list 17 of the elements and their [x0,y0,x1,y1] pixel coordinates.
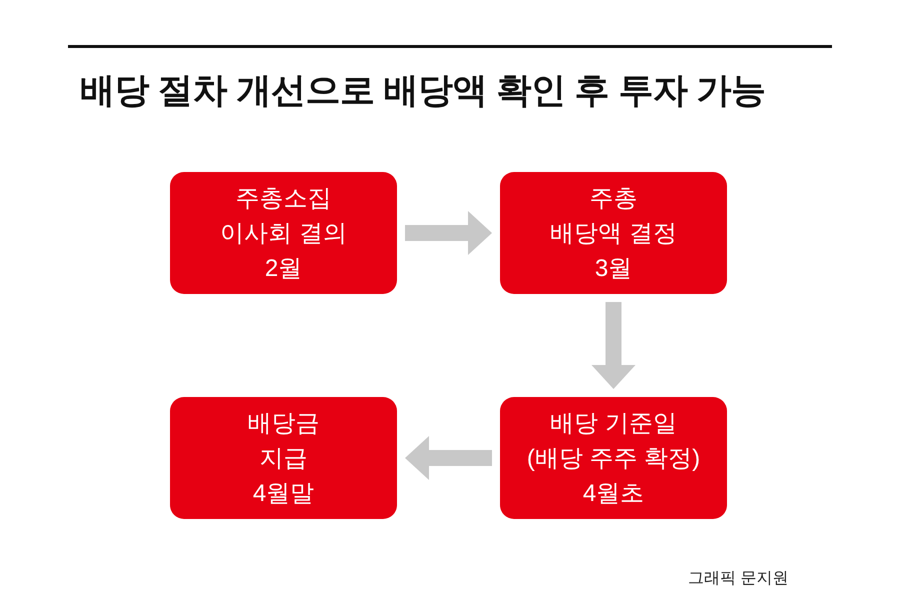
block-arrow [592,302,636,389]
date-text: 2월 [264,254,302,284]
block-arrow [405,211,492,255]
step-box [500,397,727,519]
credit-text: 그래픽 문지원 [688,569,788,589]
step-text: 배당 기준일 (배당 주주 확정) [526,408,700,474]
date-text: 4월초 [582,478,644,508]
date-text: 4월말 [252,478,314,508]
step-text: 주총 배당액 결정 [550,184,677,248]
date-text: 3월 [594,254,632,284]
step-box [170,397,397,519]
block-arrow [405,436,492,480]
title: 배당 절차 개선으로 배당액 확인 후 투자 가능 [80,70,766,112]
step-text: 주총소집 이사회 결의 [220,184,347,248]
step-box [170,172,397,294]
step-text: 배당금 지급 [248,408,320,474]
step-box [500,172,727,294]
